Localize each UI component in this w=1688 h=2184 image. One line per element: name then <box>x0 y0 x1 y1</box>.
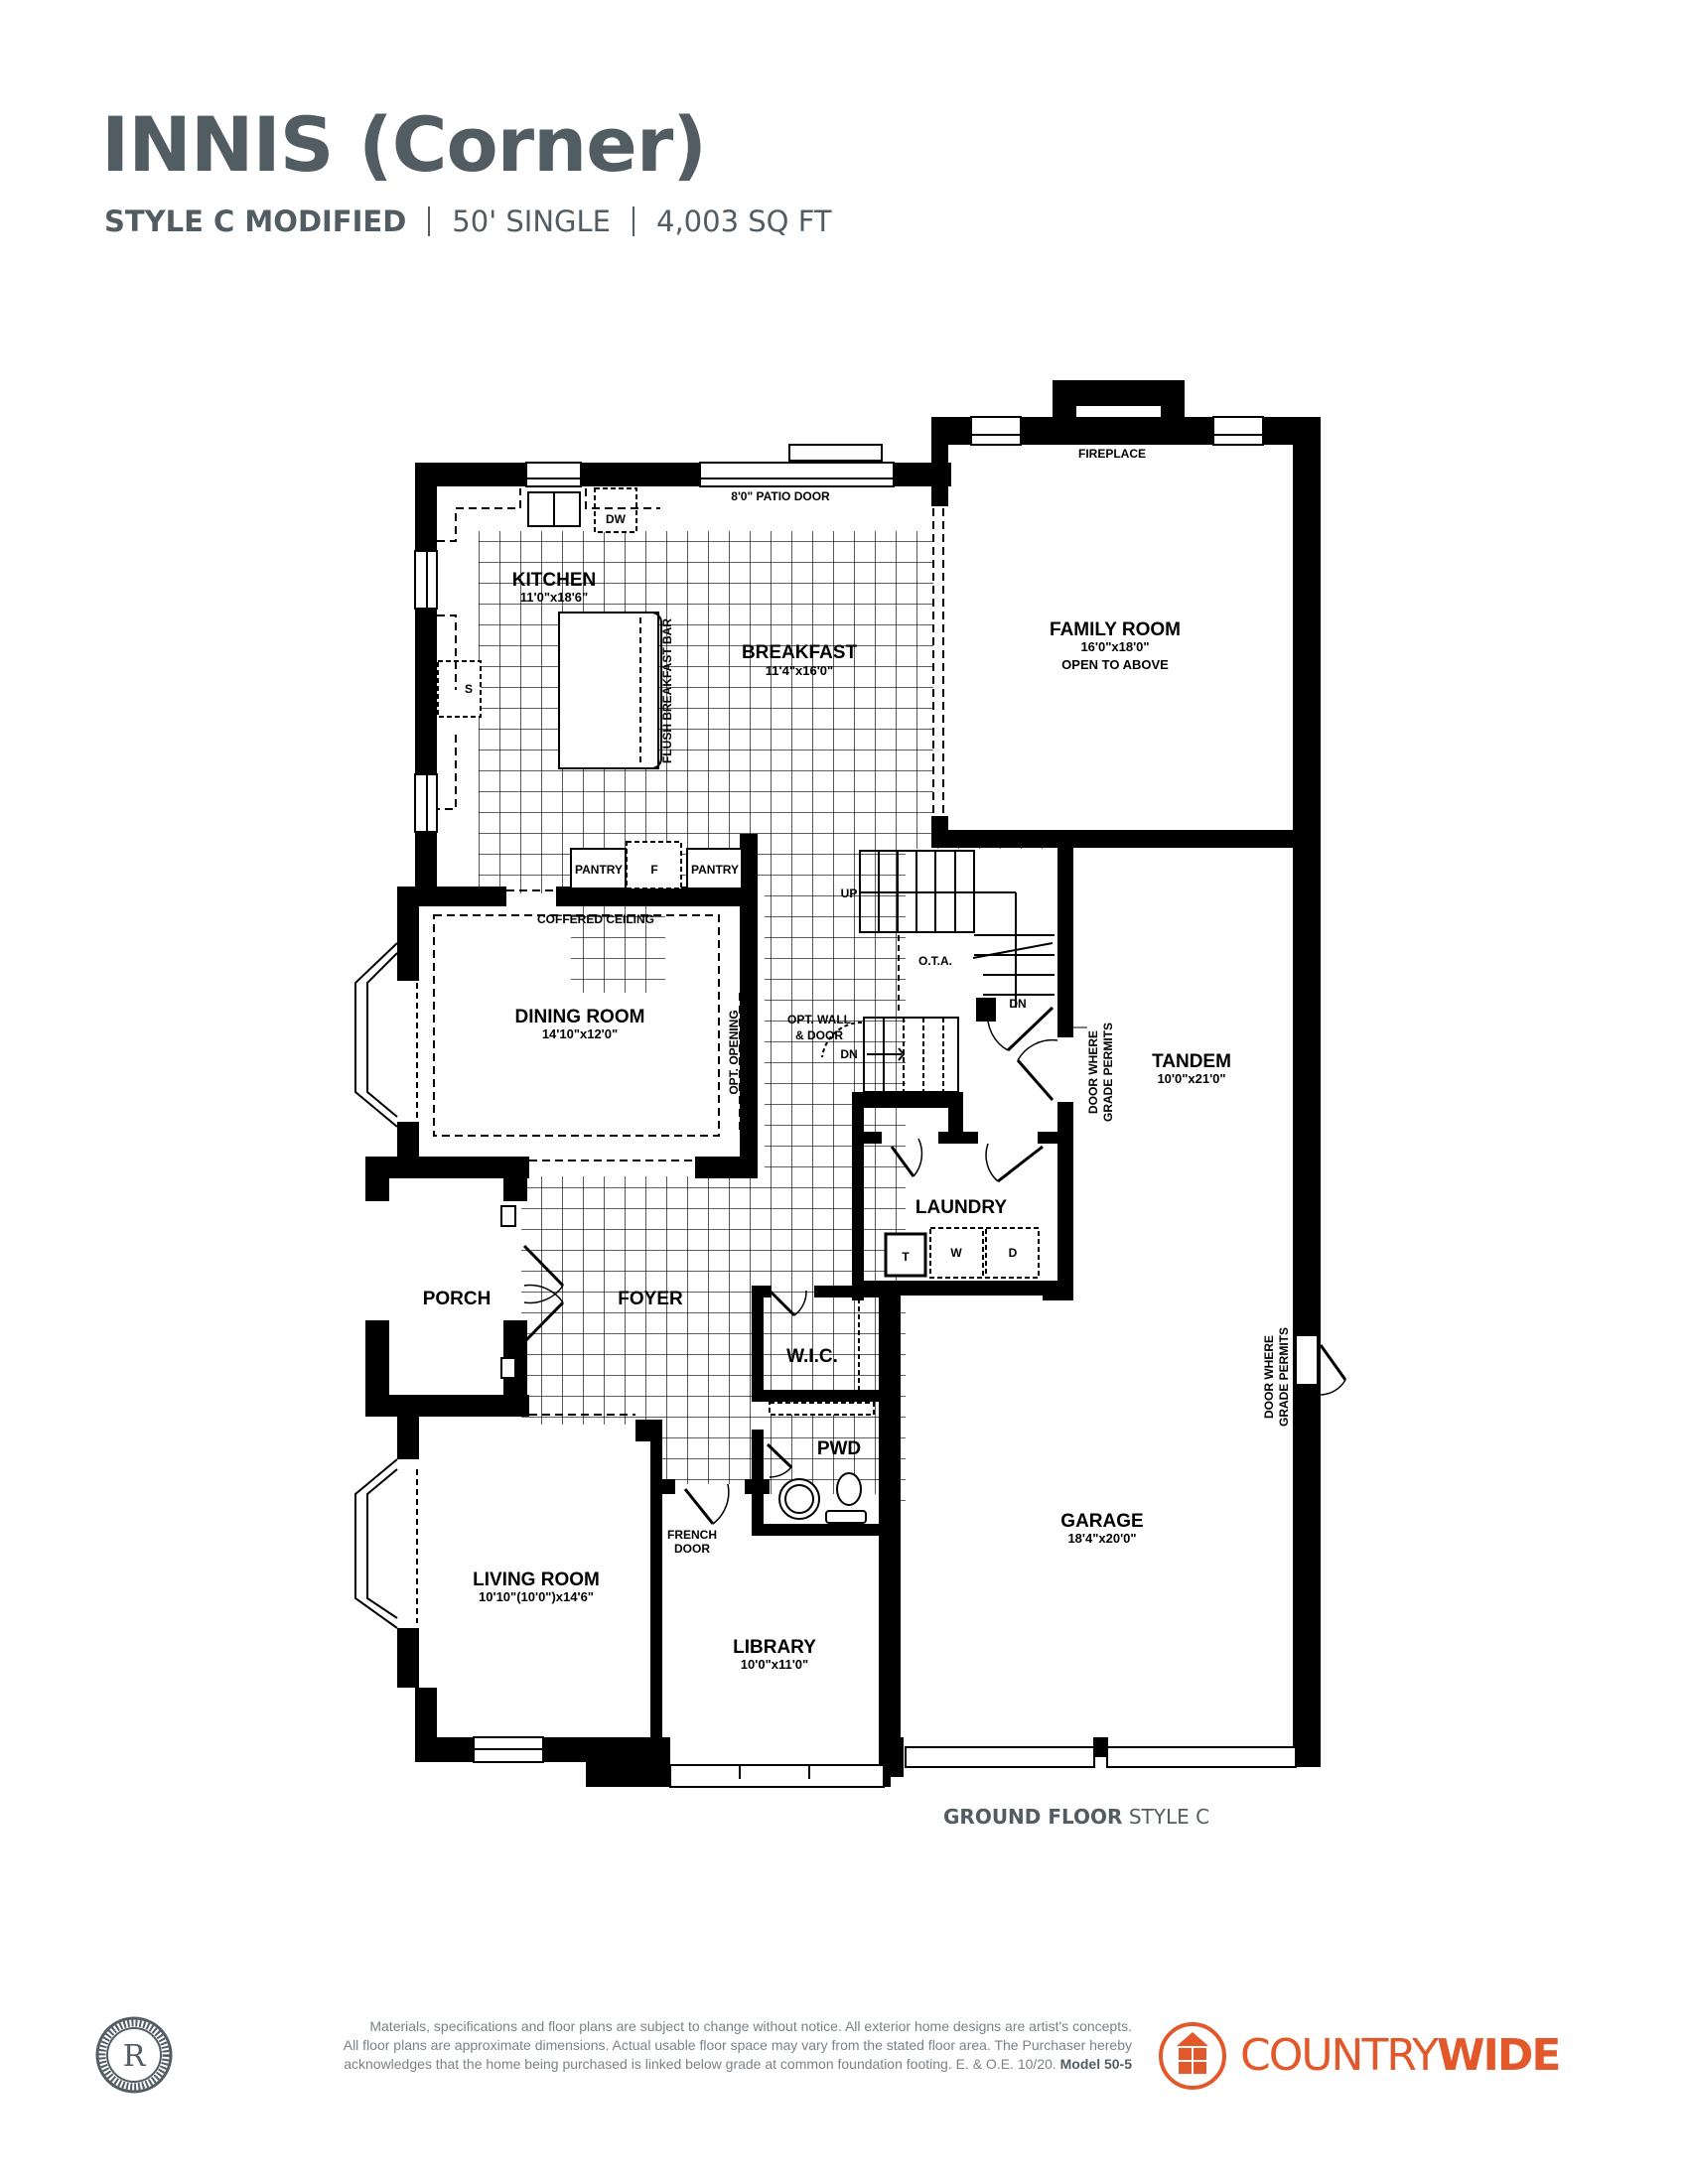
room-pwd-name: PWD <box>817 1438 861 1459</box>
room-living-name: LIVING ROOM <box>473 1570 600 1590</box>
room-family-dim: 16'0"x18'0" <box>1080 639 1149 654</box>
stair-up-label: UP <box>841 887 858 900</box>
room-garage-name: GARAGE <box>1060 1511 1143 1532</box>
room-dining-dim: 14'10"x12'0" <box>542 1026 618 1041</box>
pantry-left-label: PANTRY <box>575 863 623 877</box>
patio-door-label: 8'0" PATIO DOOR <box>731 489 830 503</box>
disclaimer-line-2: All floor plans are approximate dimensio… <box>343 2037 1132 2053</box>
house-logo-icon <box>1159 2022 1226 2090</box>
annotations: FIREPLACE 8'0" PATIO DOOR DW S FLUSH BRE… <box>465 447 1291 1556</box>
brand-name: COUNTRYWIDE <box>1240 2034 1561 2078</box>
floor-label-rest: STYLE C <box>1122 1805 1210 1829</box>
divider <box>633 206 634 236</box>
room-living-dim: 10'10"(10'0")x14'6" <box>479 1589 594 1604</box>
stairs <box>821 850 1055 1093</box>
room-tandem-name: TANDEM <box>1152 1051 1231 1072</box>
flush-bar-label: FLUSH BREAKFAST BAR <box>660 618 674 763</box>
disclaimer-line-1: Materials, specifications and floor plan… <box>369 2018 1132 2034</box>
tub-label: T <box>902 1250 910 1264</box>
counter-outline <box>433 488 944 1416</box>
opt-wall-label: OPT. WALL <box>787 1013 851 1026</box>
french-door-label-1: FRENCH <box>667 1528 717 1542</box>
room-laundry-name: LAUNDRY <box>915 1197 1008 1218</box>
room-library-name: LIBRARY <box>733 1637 816 1658</box>
room-kitchen-dim: 11'0"x18'6" <box>520 590 588 605</box>
dishwasher-label: DW <box>606 512 627 526</box>
washer-label: W <box>950 1246 962 1260</box>
room-kitchen-name: KITCHEN <box>512 570 596 591</box>
brand-bold: WIDE <box>1437 2030 1561 2081</box>
room-breakfast-dim: 11'4"x16'0" <box>766 663 833 678</box>
room-tandem-dim: 10'0"x21'0" <box>1157 1071 1225 1086</box>
fixtures <box>500 1026 1087 1524</box>
bay-windows <box>354 942 418 1629</box>
room-family-name: FAMILY ROOM <box>1050 619 1181 640</box>
ota-label: O.T.A. <box>918 954 952 968</box>
plan-subtitle: STYLE C MODIFIED 50' SINGLE 4,003 SQ FT <box>104 206 832 236</box>
area-label: 4,003 SQ FT <box>656 204 832 238</box>
pantry-right-label: PANTRY <box>691 863 739 877</box>
stair-dn-label: DN <box>840 1047 857 1061</box>
brand-light: COUNTRY <box>1240 2030 1439 2081</box>
fridge-label: F <box>650 863 657 877</box>
door-grade-label-a: DOOR WHERE <box>1086 1030 1100 1114</box>
room-wic-name: W.I.C. <box>786 1346 838 1367</box>
divider <box>428 206 431 236</box>
room-dining-name: DINING ROOM <box>515 1007 645 1027</box>
floor-label: GROUND FLOOR STYLE C <box>943 1805 1209 1829</box>
room-breakfast-name: BREAKFAST <box>742 642 858 663</box>
sink-label: S <box>465 682 473 696</box>
disclaimer-line-3: acknowledges that the home being purchas… <box>344 2056 1056 2072</box>
door-grade-label-b: GRADE PERMITS <box>1101 1023 1115 1122</box>
disclaimer: Materials, specifications and floor plan… <box>228 2017 1132 2074</box>
opt-door-label: & DOOR <box>795 1028 843 1042</box>
seal-icon: R <box>95 2016 173 2094</box>
stair-dn-label-2: DN <box>1009 997 1026 1011</box>
room-family-note: OPEN TO ABOVE <box>1061 657 1169 672</box>
lot-label: 50' SINGLE <box>452 204 611 238</box>
door-grade-2-label-a: DOOR WHERE <box>1262 1335 1276 1419</box>
room-foyer-name: FOYER <box>618 1289 683 1309</box>
door-grade-2-label-b: GRADE PERMITS <box>1277 1327 1291 1427</box>
french-door-label-2: DOOR <box>674 1542 710 1556</box>
room-labels: KITCHEN 11'0"x18'6" BREAKFAST 11'4"x16'0… <box>423 570 1231 1672</box>
seal-letter: R <box>123 2039 147 2074</box>
kitchen-fixtures <box>437 487 743 889</box>
room-garage-dim: 18'4"x20'0" <box>1067 1531 1136 1546</box>
room-fills <box>382 445 1294 1762</box>
model-number: Model 50-5 <box>1059 2056 1132 2072</box>
windows <box>414 416 1319 1788</box>
doors <box>522 1006 1347 1525</box>
floor-label-bold: GROUND FLOOR <box>943 1805 1123 1829</box>
room-library-dim: 10'0"x11'0" <box>741 1657 808 1672</box>
brand-logo: COUNTRYWIDE <box>1157 2020 1561 2092</box>
dryer-label: D <box>1009 1246 1018 1260</box>
fireplace-label: FIREPLACE <box>1078 447 1146 461</box>
plan-title: INNIS (Corner) <box>101 100 707 189</box>
style-label: STYLE C MODIFIED <box>104 204 407 238</box>
opt-opening-label: OPT. OPENING <box>727 1010 741 1094</box>
coffered-ceiling-label: COFFERED CEILING <box>537 912 654 926</box>
room-porch-name: PORCH <box>423 1289 492 1309</box>
